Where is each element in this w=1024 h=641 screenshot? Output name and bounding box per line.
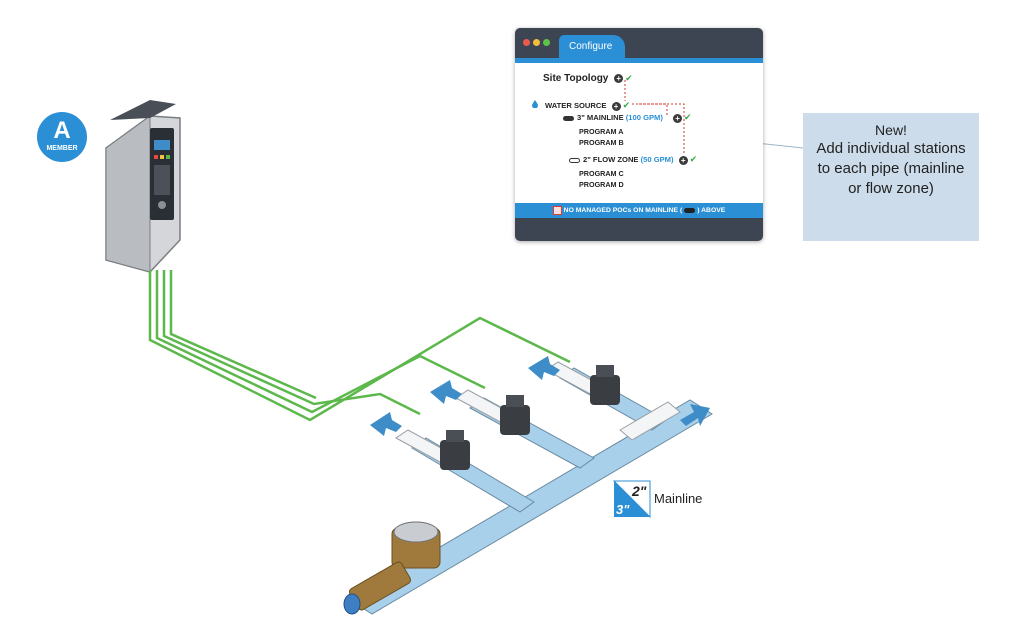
- callout-body: Add individual stations to each pipe (ma…: [816, 140, 966, 197]
- callout-title: New!: [875, 122, 907, 138]
- water-source-label: WATER SOURCE: [545, 101, 607, 110]
- wire-2: [155, 270, 486, 414]
- check-icon: ✔: [684, 112, 692, 122]
- program-b-row: PROGRAM B: [579, 138, 624, 147]
- mainline-size-top: 2": [631, 483, 647, 499]
- program-c-row: PROGRAM C: [579, 169, 624, 178]
- mainline-pill-icon: [684, 207, 696, 213]
- tab-configure[interactable]: Configure: [559, 35, 625, 58]
- flow-zone-label: 2" FLOW ZONE: [583, 155, 639, 164]
- flow-arrows: [370, 356, 710, 436]
- grid-icon: [552, 205, 562, 215]
- window-footer: NO MANAGED POCs ON MAINLINE ( ) ABOVE: [515, 203, 763, 218]
- member-letter: A: [53, 117, 71, 144]
- add-icon[interactable]: +: [673, 113, 683, 123]
- site-topology-label: Site Topology: [543, 73, 609, 84]
- check-icon: ✔: [689, 154, 698, 164]
- minimize-dot-icon[interactable]: [533, 39, 540, 46]
- arrow-3: [528, 356, 560, 380]
- flow-zone-rate: (50 GPM): [640, 155, 674, 164]
- pipe-network: [343, 361, 713, 615]
- member-label: MEMBER: [46, 145, 78, 152]
- mainline-pipe-icon: [563, 115, 574, 121]
- arrow-1: [370, 412, 402, 436]
- maximize-dot-icon[interactable]: [543, 39, 550, 46]
- valve-2: [500, 395, 530, 435]
- member-badge: A MEMBER: [37, 112, 87, 162]
- flow-zone-row: 2" FLOW ZONE (50 GPM) +✔: [569, 154, 697, 165]
- flow-zone-pipe-icon: [569, 157, 580, 163]
- tab-accent-bar: [515, 58, 763, 63]
- tree-connectors: [624, 80, 685, 155]
- mainline-size-bottom: 3": [616, 502, 630, 517]
- window-titlebar: Configure: [515, 28, 763, 63]
- check-icon: ✔: [622, 100, 631, 110]
- check-icon: ✔: [625, 73, 633, 83]
- valve-3: [590, 365, 620, 405]
- close-dot-icon[interactable]: [523, 39, 530, 46]
- wire-4: [169, 270, 317, 400]
- mainline-label: 3" MAINLINE: [577, 113, 624, 122]
- mainline-size-badge: 2" 3": [612, 480, 651, 519]
- wire-1: [148, 270, 571, 422]
- program-a-row: PROGRAM A: [579, 127, 624, 136]
- wire-3: [162, 270, 421, 416]
- controller-unit: [105, 100, 181, 273]
- arrow-2: [430, 380, 462, 404]
- add-icon[interactable]: +: [678, 155, 688, 165]
- mainline-label-text: Mainline: [654, 491, 703, 506]
- mainline-row: 3" MAINLINE (100 GPM) +✔: [563, 112, 692, 123]
- footer-text-end: ) ABOVE: [697, 207, 726, 214]
- mainline-rate: (100 GPM): [625, 113, 663, 122]
- program-d-row: PROGRAM D: [579, 180, 624, 189]
- new-feature-callout: New! Add individual stations to each pip…: [803, 113, 979, 241]
- water-meter: [343, 521, 441, 615]
- add-icon[interactable]: +: [614, 73, 624, 83]
- topology-tree: Site Topology +✔ WATER SOURCE +✔ 3" MAIN…: [515, 63, 763, 203]
- arrow-4: [680, 404, 710, 426]
- window-bottom-bar: [515, 218, 763, 241]
- configure-window: Configure Site Topology +✔ WATER SOURCE …: [515, 28, 763, 241]
- water-source-row: WATER SOURCE +✔: [545, 100, 630, 111]
- footer-text: NO MANAGED POCs ON MAINLINE (: [563, 207, 683, 214]
- valve-1: [440, 430, 470, 470]
- site-topology-row: Site Topology +✔: [543, 73, 633, 84]
- add-icon[interactable]: +: [611, 101, 621, 111]
- control-wires: [148, 270, 571, 422]
- water-drop-icon: [532, 100, 538, 108]
